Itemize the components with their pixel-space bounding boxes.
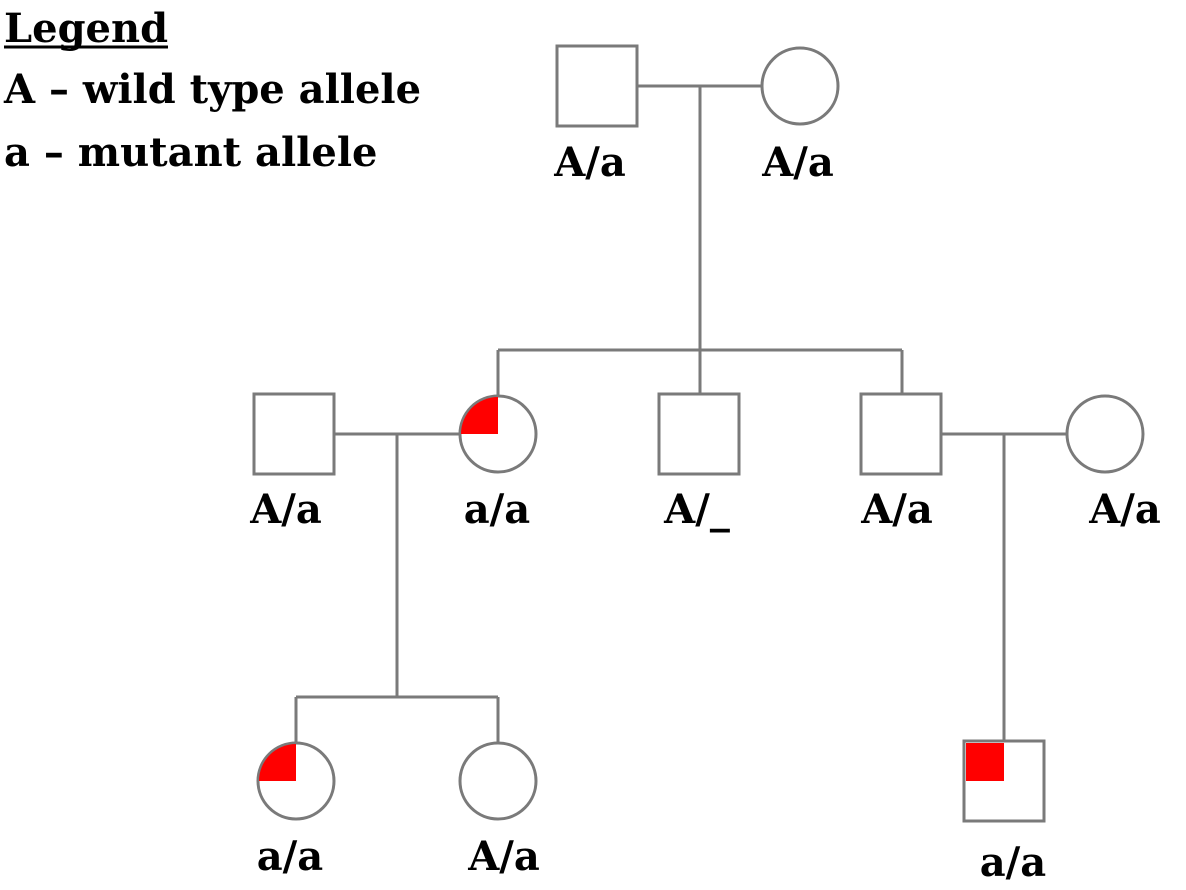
genotype-label: a/a (464, 486, 530, 533)
genotype-label: A/a (249, 486, 322, 533)
female-circle (760, 46, 840, 126)
individual-g2-spouse-left: A/a (249, 392, 336, 533)
legend-entry-mutant: a – mutant allele (4, 129, 377, 176)
individual-g2-daughter: a/a (458, 394, 538, 533)
individual-g3-daughter-right: A/a (458, 741, 540, 880)
legend-title: Legend (4, 5, 168, 52)
affected-quadrant (259, 744, 296, 781)
genotype-label: A/_ (663, 486, 730, 533)
affected-quadrant (966, 743, 1004, 781)
pedigree-lines (294, 84, 1067, 743)
genotype-label: A/a (860, 486, 933, 533)
individual-g3-son: a/a (962, 739, 1046, 886)
male-square (555, 44, 639, 128)
affected-quadrant (461, 397, 498, 434)
legend: Legend A – wild type allele a – mutant a… (3, 5, 421, 176)
female-circle (458, 741, 538, 821)
individual-g2-spouse-right: A/a (1065, 394, 1161, 533)
genotype-label: a/a (980, 839, 1046, 886)
individual-g3-daughter-left: a/a (256, 741, 336, 880)
individual-g2-son-middle: A/_ (657, 392, 741, 533)
legend-entry-wild-type: A – wild type allele (3, 66, 421, 113)
genotype-label: A/a (553, 139, 626, 186)
individual-g2-son-right: A/a (859, 392, 943, 533)
male-square (252, 392, 336, 476)
individual-g1-mother: A/a (760, 46, 840, 186)
male-square (859, 392, 943, 476)
genotype-label: a/a (257, 833, 323, 880)
individual-g1-father: A/a (553, 44, 639, 186)
genotype-label: A/a (1088, 486, 1161, 533)
male-square (657, 392, 741, 476)
genotype-label: A/a (761, 139, 834, 186)
female-circle (1065, 394, 1145, 474)
genotype-label: A/a (467, 833, 540, 880)
